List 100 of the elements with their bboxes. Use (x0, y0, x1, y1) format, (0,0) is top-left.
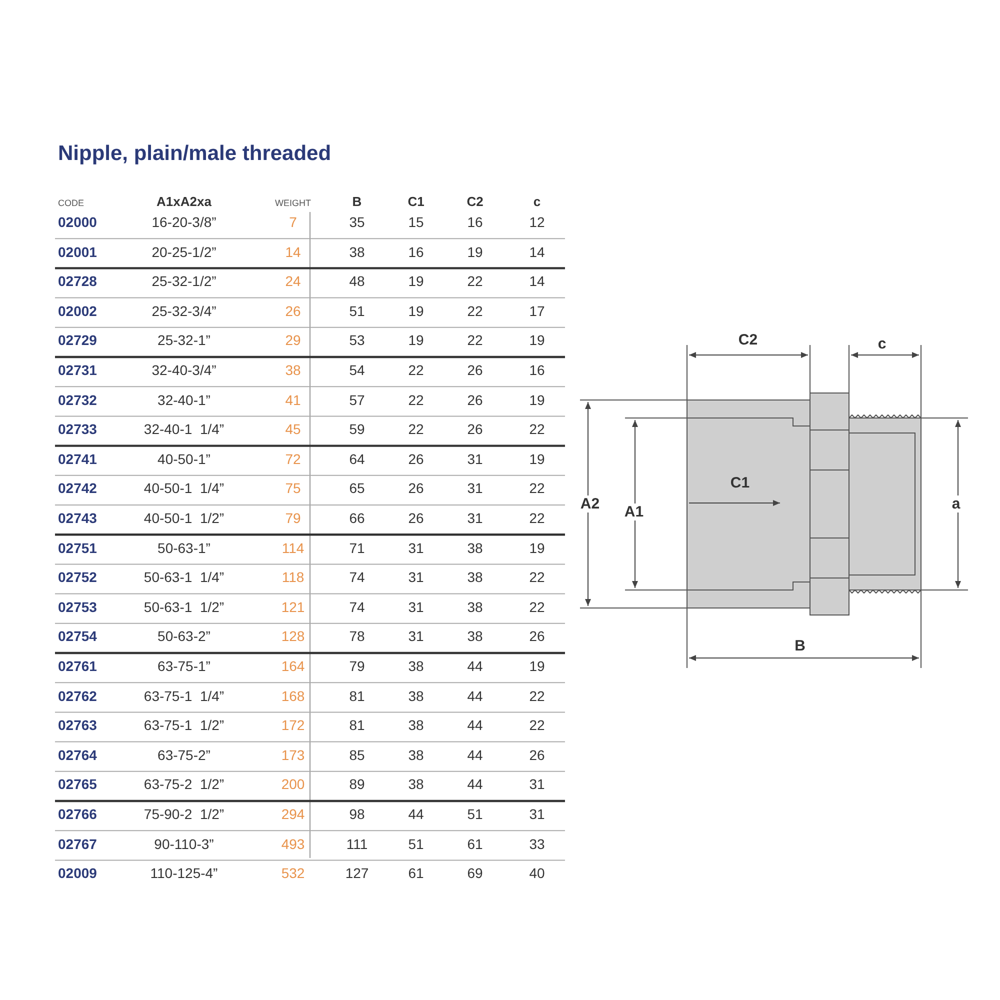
product-code: 02743 (58, 510, 97, 526)
dimension-value: 19 (529, 332, 545, 348)
size-value: 110-125-4” (150, 865, 218, 882)
size-value: 32-40-1 1/4” (144, 421, 224, 438)
dimension-value: 26 (529, 628, 545, 644)
weight-value: 14 (285, 244, 301, 260)
weight-value: 114 (282, 540, 304, 556)
dimension-value: 22 (529, 717, 545, 734)
product-code: 02762 (58, 688, 97, 704)
product-code: 02761 (58, 658, 97, 674)
dimension-value: 48 (349, 273, 365, 290)
dimension-value: 22 (467, 332, 483, 348)
dimension-value: 61 (467, 836, 483, 852)
weight-value: 79 (285, 510, 301, 526)
dimension-value: 22 (529, 569, 545, 586)
size-value: 63-75-2 1/2” (144, 776, 224, 792)
weight-value: 29 (285, 332, 301, 348)
dimension-value: 53 (349, 332, 365, 348)
dimension-label: a (950, 496, 962, 512)
size-value: 63-75-1 1/4” (144, 688, 224, 704)
product-code: 02728 (58, 273, 97, 290)
size-value: 40-50-1 1/2” (144, 510, 224, 526)
product-code: 02002 (58, 302, 97, 319)
product-code: 02752 (58, 569, 97, 586)
size-value: 63-75-1” (158, 658, 210, 674)
dimension-value: 31 (467, 480, 483, 496)
size-value: 90-110-3” (154, 836, 214, 852)
dimension-value: 22 (408, 421, 424, 438)
dimension-value: 31 (408, 598, 424, 615)
dimension-value: 19 (529, 658, 545, 674)
dimension-value: 38 (408, 717, 424, 734)
dimension-value: 19 (529, 392, 545, 408)
dimension-label: C1 (730, 474, 750, 492)
dimension-value: 26 (408, 450, 424, 467)
dimension-value: 44 (467, 746, 483, 763)
size-value: 25-32-3/4” (152, 302, 216, 319)
dimension-value: 98 (349, 806, 365, 822)
weight-value: 532 (281, 865, 305, 882)
column-header: C2 (466, 194, 484, 209)
dimension-value: 44 (467, 688, 483, 704)
weight-value: 38 (285, 362, 301, 378)
weight-value: 168 (281, 688, 305, 704)
size-value: 40-50-1” (158, 450, 210, 467)
weight-value: 200 (281, 776, 305, 792)
weight-value: 172 (281, 717, 305, 734)
weight-value: 24 (285, 273, 301, 290)
size-value: 50-63-1” (158, 540, 210, 556)
dimension-value: 16 (408, 244, 424, 260)
weight-value: 72 (285, 450, 301, 467)
dimension-value: 19 (467, 244, 483, 260)
dimension-value: 65 (349, 480, 365, 496)
dimension-value: 38 (408, 776, 424, 792)
dimension-value: 17 (529, 302, 545, 319)
dimension-value: 31 (529, 776, 545, 792)
dimension-label: A2 (579, 496, 601, 512)
size-value: 25-32-1” (158, 332, 210, 348)
size-value: 16-20-3/8” (152, 214, 216, 230)
dimension-value: 89 (349, 776, 365, 792)
product-code: 02751 (58, 540, 97, 556)
weight-value: 128 (281, 628, 305, 644)
dimension-value: 44 (467, 776, 483, 792)
product-code: 02731 (58, 362, 97, 378)
dimension-value: 16 (529, 362, 545, 378)
size-value: 63-75-1 1/2” (144, 717, 224, 734)
dimension-value: 127 (345, 865, 369, 882)
weight-value: 118 (282, 569, 304, 586)
size-value: 50-63-1 1/2” (144, 598, 224, 615)
dimension-value: 38 (467, 540, 483, 556)
product-code: 02732 (58, 392, 97, 408)
weight-value: 493 (281, 836, 305, 852)
dimension-value: 85 (349, 746, 365, 763)
weight-value: 26 (285, 302, 301, 319)
dimension-value: 33 (529, 836, 545, 852)
product-code: 02765 (58, 776, 97, 792)
dimension-value: 16 (467, 214, 483, 230)
weight-value: 41 (285, 392, 301, 408)
dimension-value: 74 (349, 569, 365, 586)
product-code: 02742 (58, 480, 97, 496)
dimension-value: 38 (408, 658, 424, 674)
table-title: Nipple, plain/male threaded (58, 142, 332, 166)
dimension-value: 51 (408, 836, 424, 852)
dimension-value: 38 (349, 244, 365, 260)
dimension-value: 71 (349, 540, 365, 556)
dimension-label: A1 (623, 504, 645, 520)
dimension-value: 12 (529, 214, 545, 230)
product-code: 02764 (58, 746, 97, 763)
dimension-value: 19 (408, 273, 424, 290)
size-value: 50-63-2” (158, 628, 210, 644)
dimension-value: 81 (349, 688, 365, 704)
size-value: 50-63-1 1/4” (144, 569, 224, 586)
dimension-value: 31 (408, 540, 424, 556)
dimension-value: 22 (408, 392, 424, 408)
weight-value: 121 (281, 598, 305, 615)
dimension-value: 31 (529, 806, 545, 822)
weight-value: 173 (281, 746, 305, 763)
size-value: 32-40-3/4” (152, 362, 216, 378)
dimension-value: 15 (408, 214, 424, 230)
column-header: A1xA2xa (156, 194, 212, 209)
dimension-value: 19 (408, 302, 424, 319)
product-code: 02729 (58, 332, 97, 348)
